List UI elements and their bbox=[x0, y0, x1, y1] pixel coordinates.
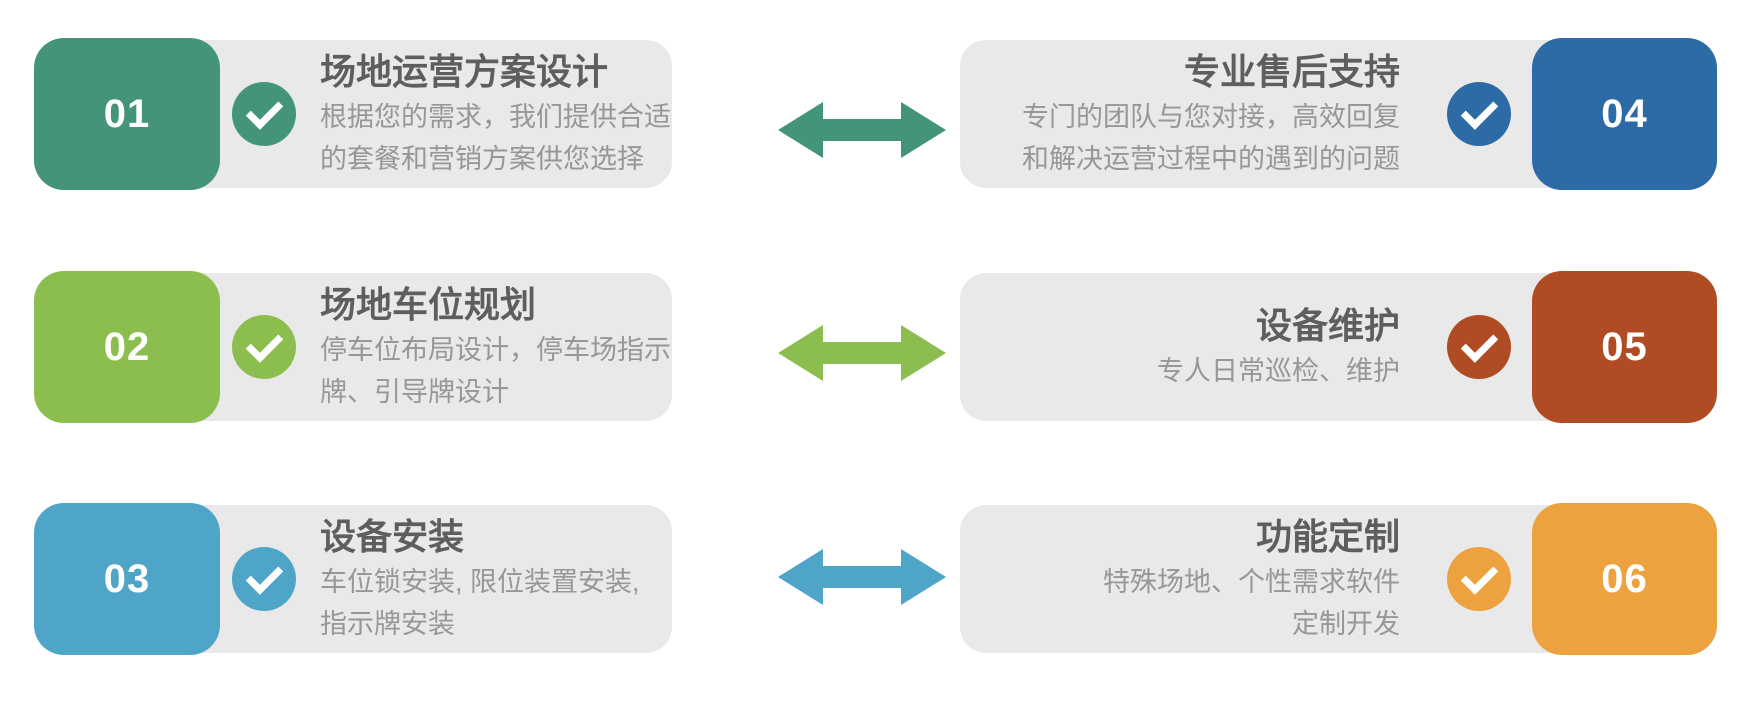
double-arrow-icon bbox=[778, 549, 946, 605]
step-number-badge: 04 bbox=[1532, 38, 1717, 190]
check-glyph bbox=[1460, 556, 1498, 595]
double-arrow-icon bbox=[778, 102, 946, 158]
step-number-badge: 03 bbox=[34, 503, 220, 655]
step-number-badge: 05 bbox=[1532, 271, 1717, 423]
step-text: 专业售后支持 专门的团队与您对接，高效回复 和解决运营过程中的遇到的问题 bbox=[978, 38, 1400, 190]
step-title: 设备安装 bbox=[320, 516, 465, 557]
process-step-3: 03 设备安装 车位锁安装, 限位装置安装, 指示牌安装 bbox=[34, 503, 672, 655]
check-icon bbox=[1447, 547, 1511, 611]
check-icon bbox=[232, 82, 296, 146]
check-glyph bbox=[1460, 91, 1498, 130]
check-glyph bbox=[1460, 324, 1498, 363]
check-icon bbox=[1447, 315, 1511, 379]
process-step-2: 02 场地车位规划 停车位布局设计，停车场指示 牌、引导牌设计 bbox=[34, 271, 672, 423]
check-glyph bbox=[245, 324, 283, 363]
step-description: 专门的团队与您对接，高效回复 和解决运营过程中的遇到的问题 bbox=[1022, 102, 1400, 174]
step-text: 场地车位规划 停车位布局设计，停车场指示 牌、引导牌设计 bbox=[320, 271, 690, 423]
step-text: 设备安装 车位锁安装, 限位装置安装, 指示牌安装 bbox=[320, 503, 690, 655]
process-step-6: 06 功能定制 特殊场地、个性需求软件 定制开发 bbox=[960, 503, 1717, 655]
process-step-5: 05 设备维护 专人日常巡检、维护 bbox=[960, 271, 1717, 423]
step-description: 专人日常巡检、维护 bbox=[1157, 356, 1400, 386]
check-icon bbox=[1447, 82, 1511, 146]
step-text: 功能定制 特殊场地、个性需求软件 定制开发 bbox=[978, 503, 1400, 655]
step-number-badge: 01 bbox=[34, 38, 220, 190]
process-step-4: 04 专业售后支持 专门的团队与您对接，高效回复 和解决运营过程中的遇到的问题 bbox=[960, 38, 1717, 190]
step-description: 根据您的需求，我们提供合适 的套餐和营销方案供您选择 bbox=[320, 102, 671, 174]
step-title: 场地运营方案设计 bbox=[320, 51, 609, 92]
check-glyph bbox=[245, 556, 283, 595]
check-icon bbox=[232, 315, 296, 379]
step-description: 特殊场地、个性需求软件 定制开发 bbox=[1103, 567, 1400, 639]
step-title: 专业售后支持 bbox=[1183, 51, 1400, 92]
step-title: 设备维护 bbox=[1255, 305, 1400, 346]
process-step-1: 01 场地运营方案设计 根据您的需求，我们提供合适 的套餐和营销方案供您选择 bbox=[34, 38, 672, 190]
step-title: 功能定制 bbox=[1255, 516, 1400, 557]
step-description: 停车位布局设计，停车场指示 牌、引导牌设计 bbox=[320, 335, 671, 407]
step-description: 车位锁安装, 限位装置安装, 指示牌安装 bbox=[320, 567, 640, 639]
double-arrow-icon bbox=[778, 325, 946, 381]
check-icon bbox=[232, 547, 296, 611]
check-glyph bbox=[245, 91, 283, 130]
step-number-badge: 06 bbox=[1532, 503, 1717, 655]
step-text: 设备维护 专人日常巡检、维护 bbox=[978, 271, 1400, 423]
step-number-badge: 02 bbox=[34, 271, 220, 423]
step-text: 场地运营方案设计 根据您的需求，我们提供合适 的套餐和营销方案供您选择 bbox=[320, 38, 690, 190]
step-title: 场地车位规划 bbox=[320, 284, 537, 325]
